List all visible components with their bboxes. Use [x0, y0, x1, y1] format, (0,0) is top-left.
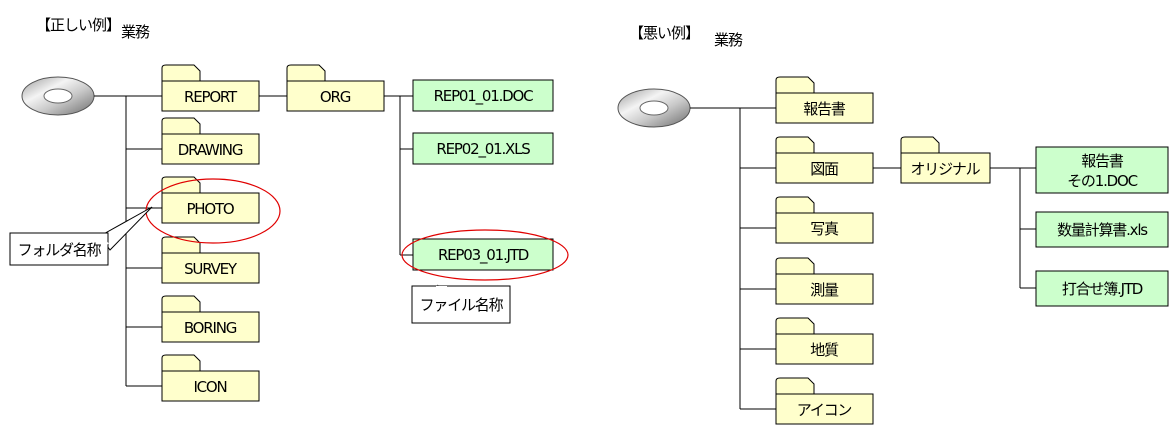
file-rep03: REP03_01.JTD — [412, 238, 554, 271]
callout-label: フォルダ名称 — [18, 241, 102, 259]
folder-original: オリジナル — [900, 136, 991, 184]
folder-survey: SURVEY — [161, 236, 260, 284]
folder-label: オリジナル — [910, 160, 980, 178]
cd-icon — [21, 76, 95, 116]
folder-icon-jp: アイコン — [775, 377, 874, 425]
cd-icon — [617, 88, 691, 128]
folder-label: PHOTO — [186, 200, 233, 218]
folder-hokokusho: 報告書 — [775, 76, 874, 124]
right-root-label: 業務 — [714, 31, 743, 49]
right-tree-lines — [690, 107, 1036, 410]
folder-label: BORING — [184, 319, 237, 337]
folder-zumen: 図面 — [775, 136, 874, 184]
folder-label: DRAWING — [178, 141, 243, 159]
file-hokokusho-doc: 報告書 その1.DOC — [1035, 146, 1169, 194]
file-label: 打合せ簿.JTD — [1062, 280, 1143, 298]
callout-folder-name: フォルダ名称 — [9, 206, 153, 266]
file-uchiawase-jtd: 打合せ簿.JTD — [1035, 270, 1169, 307]
folder-shashin: 写真 — [775, 196, 874, 244]
folder-label: 地質 — [810, 341, 839, 359]
folder-boring: BORING — [161, 295, 260, 343]
file-label: REP01_01.DOC — [434, 87, 534, 106]
folder-label: 報告書 — [803, 100, 846, 118]
highlight-file-ellipse — [401, 229, 569, 281]
file-label-line2: その1.DOC — [1067, 172, 1137, 190]
folder-chishitsu: 地質 — [775, 317, 874, 365]
file-suryo-xls: 数量計算書.xls — [1035, 211, 1169, 248]
folder-label: REPORT — [184, 88, 238, 106]
folder-label: 写真 — [810, 220, 839, 238]
folder-label: アイコン — [797, 401, 852, 419]
folder-drawing: DRAWING — [161, 117, 260, 165]
folder-icon: ICON — [161, 354, 260, 402]
callout-label: ファイル名称 — [420, 296, 504, 314]
folder-sokuryo: 測量 — [775, 257, 874, 305]
file-label: REP03_01.JTD — [438, 246, 529, 265]
folder-org: ORG — [286, 64, 385, 112]
left-root-label: 業務 — [121, 23, 150, 41]
right-header: 【悪い例】 — [629, 24, 699, 42]
file-label-line1: 報告書 — [1081, 152, 1124, 170]
file-rep02: REP02_01.XLS — [412, 132, 554, 165]
file-label: REP02_01.XLS — [436, 140, 530, 159]
folder-label: ICON — [193, 378, 226, 396]
folder-label: 測量 — [810, 281, 839, 299]
left-header: 【正しい例】 — [36, 16, 120, 34]
folder-label: 図面 — [810, 160, 839, 178]
left-tree-lines — [94, 95, 413, 387]
callout-file-name: ファイル名称 — [411, 284, 511, 324]
file-rep01: REP01_01.DOC — [412, 79, 554, 112]
folder-label: SURVEY — [184, 260, 238, 278]
folder-report: REPORT — [161, 64, 260, 112]
file-label: 数量計算書.xls — [1057, 221, 1148, 239]
folder-label: ORG — [320, 88, 351, 106]
